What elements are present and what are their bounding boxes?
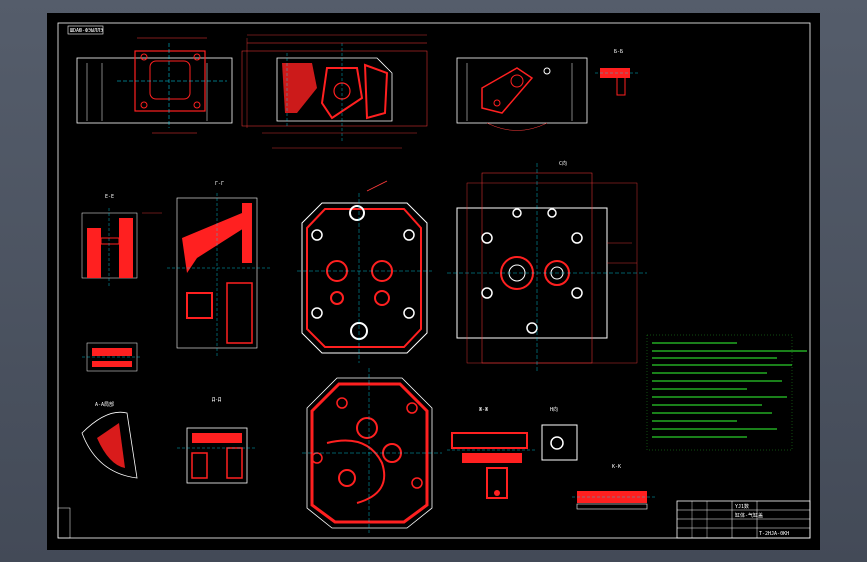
section-kk: К-К xyxy=(572,464,657,510)
stamp-box xyxy=(67,25,104,35)
label-dd: Д-Д xyxy=(212,397,221,403)
label-c-view: C向 xyxy=(559,160,567,167)
title-row3: T-2HJA-0KH xyxy=(759,531,789,537)
label-aa: A-A局部 xyxy=(95,401,114,408)
cad-drawing: ШDAЮ-ФЭЫЛЛЭ xyxy=(57,22,811,539)
left-small-section: Е-Е xyxy=(81,194,162,288)
small-d-section xyxy=(82,342,142,372)
drawing-sheet: ШDAЮ-ФЭЫЛЛЭ xyxy=(47,13,820,550)
bottom-face-view xyxy=(302,368,442,533)
top-right-view xyxy=(456,57,588,131)
label-kk: К-К xyxy=(612,464,621,470)
section-zh: Ж-Ж xyxy=(447,407,537,499)
small-section-bb: Б-Б xyxy=(595,49,639,96)
section-gg: Г-Г xyxy=(167,181,272,358)
label-zh: Ж-Ж xyxy=(479,407,488,413)
title-row2: 缸体-气缸盖 xyxy=(735,512,763,519)
section-aa-local: A-A局部 xyxy=(81,401,138,479)
sheet-border xyxy=(57,22,811,539)
revision-strip xyxy=(57,507,71,539)
label-bb: Б-Б xyxy=(614,49,623,55)
stamp-text: ШDAЮ-ФЭЫЛЛЭ xyxy=(70,28,103,34)
title-row1: YJ1数 xyxy=(735,503,749,510)
technical-notes xyxy=(646,334,807,451)
title-block: YJ1数 缸体-气缸盖 T-2HJA-0KH xyxy=(676,500,811,539)
section-dd: Д-Д xyxy=(177,397,257,484)
h-view: H向 xyxy=(541,406,578,461)
label-h-view: H向 xyxy=(550,406,558,413)
top-left-view xyxy=(76,37,233,134)
middle-face-view xyxy=(297,180,432,363)
label-gg: Г-Г xyxy=(215,181,224,187)
top-middle-section xyxy=(241,34,428,149)
label-small-left: Е-Е xyxy=(105,194,114,200)
c-view: C向 xyxy=(447,160,647,373)
